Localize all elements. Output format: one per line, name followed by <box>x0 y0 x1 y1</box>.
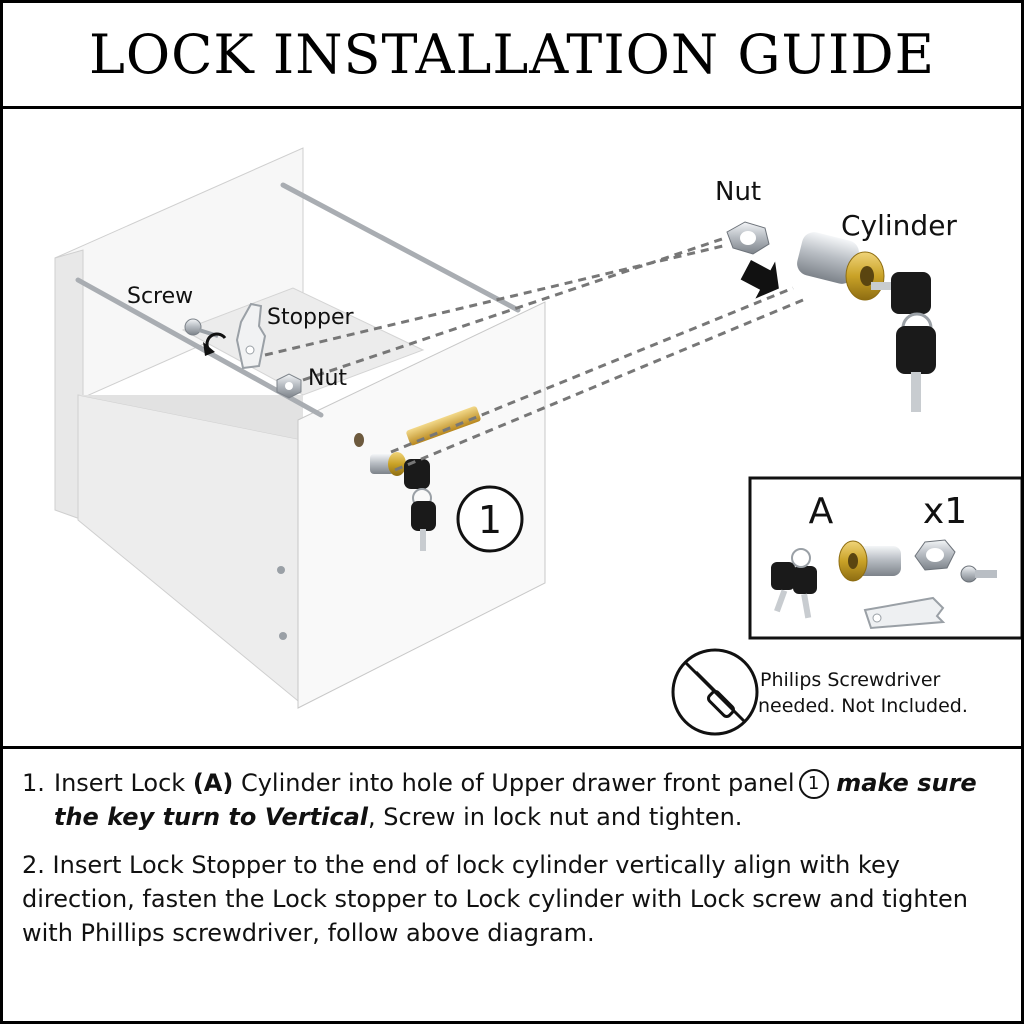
parts-key-blade <box>774 589 788 613</box>
label-nut-top: Nut <box>715 177 761 207</box>
nut-inner-hole <box>285 382 293 390</box>
tool-note: Philips Screwdriver needed. Not Included… <box>671 648 968 736</box>
tool-note-line2: needed. Not Included. <box>758 695 968 717</box>
tool-note-line1: Philips Screwdriver <box>760 669 941 691</box>
step-marker-circle <box>456 485 524 553</box>
step-1-number: 1. <box>22 769 45 797</box>
inner-parts <box>184 302 302 399</box>
installed-cylinder-body <box>370 454 394 474</box>
section-divider <box>3 746 1021 749</box>
screw-head-inner <box>184 318 202 336</box>
step-1-marker: 1 <box>798 769 829 799</box>
step-1-mid: Cylinder into hole of Upper drawer front… <box>233 769 795 797</box>
key-lower-blade <box>911 372 921 412</box>
installation-diagram: Nut Cylinder Screw Stopper Nut 1 A x1 Ph… <box>54 147 1021 736</box>
parts-box: A x1 <box>748 476 1021 640</box>
instruction-step-2: 2. Insert Lock Stopper to the end of loc… <box>22 848 1007 950</box>
stopper-hole <box>245 345 255 355</box>
drawer-screw-head <box>277 566 285 574</box>
guide-lines <box>264 236 804 472</box>
nut-exploded-hole <box>740 231 756 245</box>
drawer-inner-divider <box>181 287 425 396</box>
rotate-arrow-head <box>203 342 215 356</box>
cylinder-exploded-body <box>797 232 859 284</box>
parts-screw-shaft <box>975 570 997 578</box>
drawer-screw-head <box>279 632 287 640</box>
stopper-inner <box>235 302 267 370</box>
key-lower <box>896 326 936 374</box>
instructions: 1. Insert Lock (A) Cylinder into hole of… <box>22 766 1007 950</box>
installed-lock <box>370 452 436 551</box>
parts-nut-hole <box>926 548 944 562</box>
drawer-rail-upper <box>280 182 521 313</box>
label-nut-inner: Nut <box>308 366 347 391</box>
drawer-box-side <box>77 394 304 707</box>
installed-key-blade <box>420 529 426 551</box>
instruction-step-1: 1. Insert Lock (A) Cylinder into hole of… <box>22 766 1007 834</box>
drawer-handle <box>406 406 481 446</box>
guide-line-cylinder <box>390 286 794 454</box>
label-screw: Screw <box>127 284 193 309</box>
step-1-part-ref: (A) <box>192 769 234 797</box>
cylinder-keyway <box>860 266 874 286</box>
installed-key-lower <box>411 501 436 531</box>
parts-key-back <box>771 562 795 590</box>
parts-key-blade <box>801 593 812 619</box>
drawer-bottom <box>78 395 303 440</box>
step-2-text: Insert Lock Stopper to the end of lock c… <box>22 851 968 947</box>
parts-stopper <box>863 596 946 630</box>
step-2-number: 2. <box>22 851 45 879</box>
parts-cylinder-keyway <box>848 553 858 569</box>
parts-key-front <box>793 566 817 594</box>
key-upper <box>891 272 931 314</box>
guide-line-nut <box>302 236 726 382</box>
parts-stopper-hole <box>872 613 882 623</box>
parts-key-ring <box>791 548 811 568</box>
title-bar: LOCK INSTALLATION GUIDE <box>3 3 1021 109</box>
label-stopper: Stopper <box>267 305 355 330</box>
drawer <box>54 147 546 709</box>
page-title: LOCK INSTALLATION GUIDE <box>88 23 936 86</box>
guide-line-stopper <box>264 243 728 357</box>
direction-arrow <box>740 260 779 299</box>
step-1-prefix: Insert Lock <box>54 769 193 797</box>
lock-hole <box>354 433 364 447</box>
installed-cylinder-face <box>388 452 406 476</box>
screwdriver-handle <box>707 690 735 718</box>
exploded-parts <box>726 221 936 412</box>
installed-key-upper <box>404 459 430 489</box>
step-marker-number: 1 <box>478 498 502 542</box>
key-upper-blade <box>871 282 893 290</box>
parts-screw-head <box>960 565 978 583</box>
label-cylinder: Cylinder <box>841 209 957 242</box>
parts-box-label: A <box>809 491 834 532</box>
guide-line-cylinder-lower <box>394 298 804 472</box>
parts-box-quantity: x1 <box>923 491 967 532</box>
step-1-suffix: , Screw in lock nut and tighten. <box>368 803 743 831</box>
step-1-emphasis: make sure the key turn to Vertical <box>54 769 977 831</box>
